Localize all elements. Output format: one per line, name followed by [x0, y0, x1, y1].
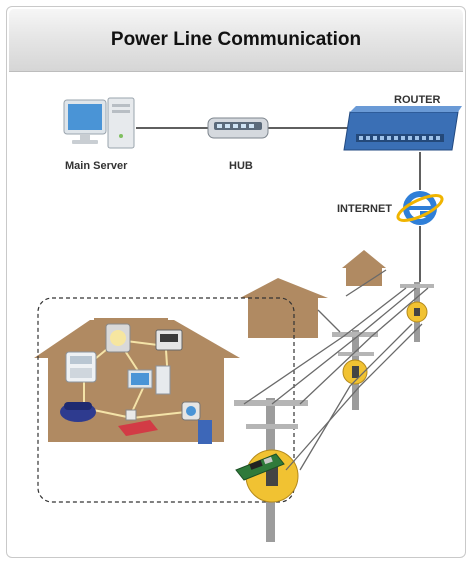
computer-icon	[63, 97, 135, 149]
power-lines	[243, 269, 429, 471]
label-main-server: Main Server	[65, 160, 128, 172]
label-hub: HUB	[229, 160, 253, 172]
power-pole-1	[400, 282, 434, 342]
computer-small-icon	[127, 365, 171, 395]
diagram-frame	[6, 6, 466, 558]
internet-explorer-icon	[396, 191, 444, 225]
meter-icon	[105, 323, 131, 353]
title-bar: Power Line Communication	[9, 9, 463, 72]
top-network-links	[136, 127, 421, 282]
hub-icon	[207, 117, 269, 139]
power-pole-2	[332, 330, 378, 410]
distant-house-small	[342, 250, 386, 286]
page-title: Power Line Communication	[110, 29, 362, 50]
label-internet: INTERNET	[337, 203, 392, 215]
router-icon	[343, 106, 462, 151]
distant-house-medium	[240, 278, 328, 338]
router-small-icon	[155, 329, 183, 351]
telephone-icon	[60, 402, 96, 422]
fax-icon	[65, 351, 97, 383]
plc-modem-board	[235, 453, 285, 481]
label-router: ROUTER	[394, 94, 441, 106]
modem-icon	[118, 409, 158, 436]
camera-icon	[181, 401, 212, 444]
